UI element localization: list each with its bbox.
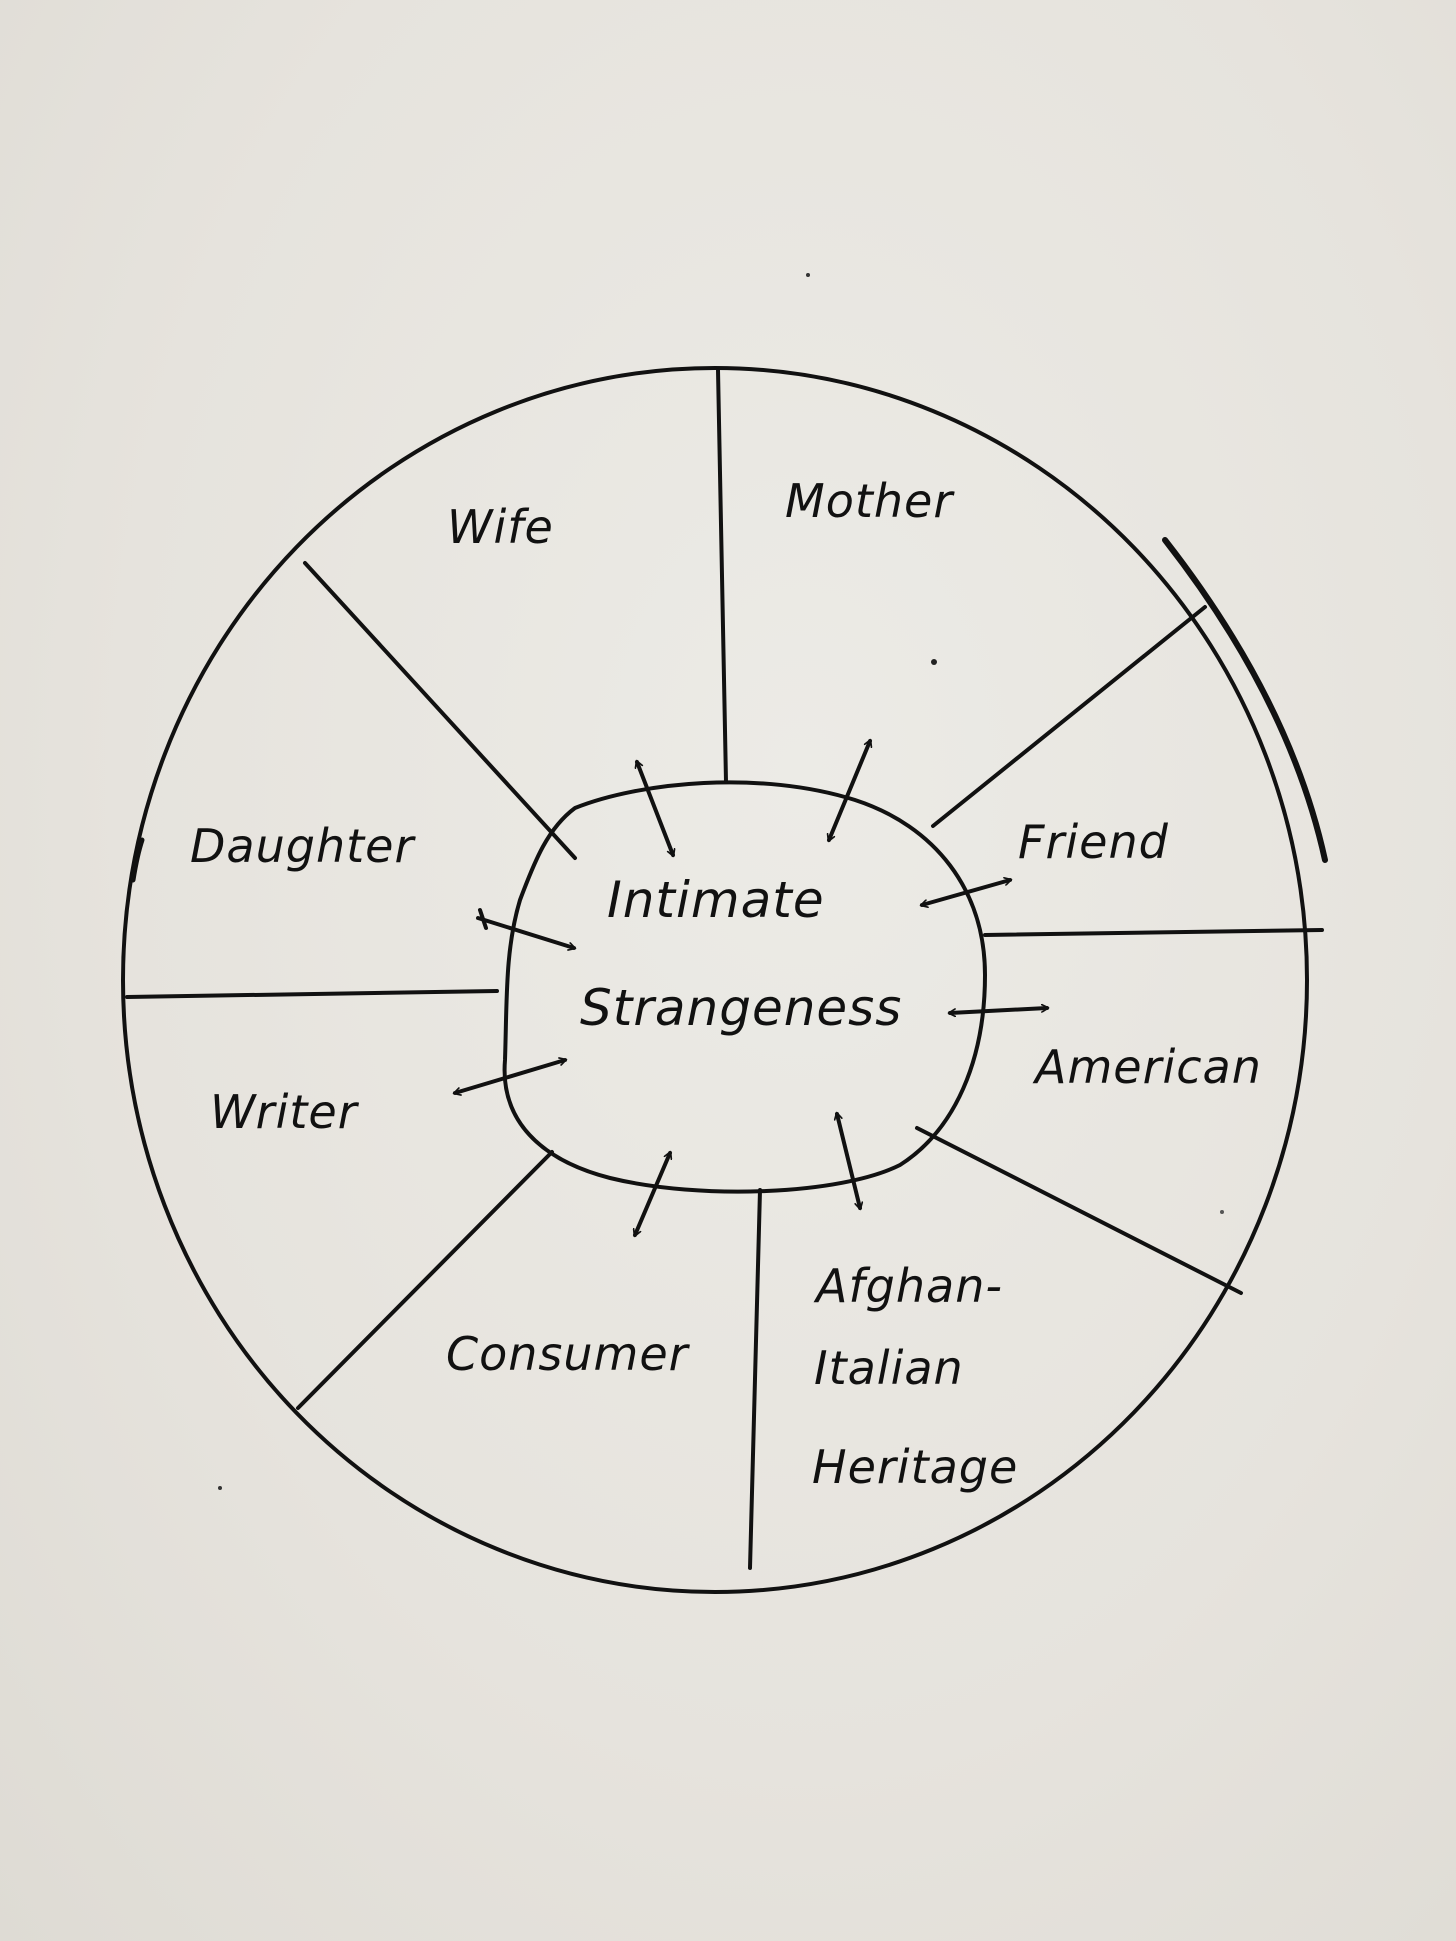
- spoke-lower-right: [915, 1126, 1243, 1295]
- center-label-line1: Intimate: [607, 871, 825, 929]
- ink-speck: [806, 273, 810, 277]
- arrow-friend: [922, 880, 1010, 905]
- ink-speck: [218, 1486, 222, 1490]
- segment-label-heritage-line3: Heritage: [812, 1440, 1018, 1494]
- arrow-daughter: [476, 916, 574, 948]
- outer-arc-accent: [1162, 537, 1328, 863]
- spoke-right: [983, 928, 1324, 937]
- ink-speck: [1220, 1210, 1224, 1214]
- arrow-writer: [455, 1060, 565, 1093]
- spoke-top: [716, 368, 728, 784]
- segment-label-heritage-line2: Italian: [814, 1341, 964, 1395]
- arrow-consumer: [635, 1153, 670, 1235]
- arrow-mother: [829, 741, 870, 840]
- spoke-lower-left: [296, 1150, 554, 1410]
- arrow-daughter-tick: [478, 908, 488, 930]
- arrow-heritage: [837, 1114, 860, 1208]
- segment-label-american: American: [1032, 1040, 1262, 1094]
- center-label-line2: Strangeness: [580, 979, 902, 1037]
- outer-circle: [121, 366, 1309, 1594]
- segment-label-mother: Mother: [785, 474, 955, 528]
- spoke-left: [125, 989, 499, 999]
- ink-speck: [931, 659, 937, 665]
- spoke-bottom: [748, 1188, 762, 1570]
- segment-label-wife: Wife: [447, 500, 554, 554]
- arrow-american: [950, 1008, 1047, 1013]
- segment-label-heritage-line1: Afghan-: [813, 1259, 1003, 1313]
- segment-label-friend: Friend: [1018, 815, 1169, 869]
- segment-label-writer: Writer: [210, 1085, 360, 1139]
- spoke-upper-right: [931, 605, 1207, 828]
- spoke-upper-left: [303, 561, 577, 860]
- arrow-wife: [637, 762, 673, 855]
- segment-label-consumer: Consumer: [446, 1327, 691, 1381]
- segment-label-daughter: Daughter: [190, 819, 416, 873]
- outer-arc-accent-left: [130, 837, 145, 883]
